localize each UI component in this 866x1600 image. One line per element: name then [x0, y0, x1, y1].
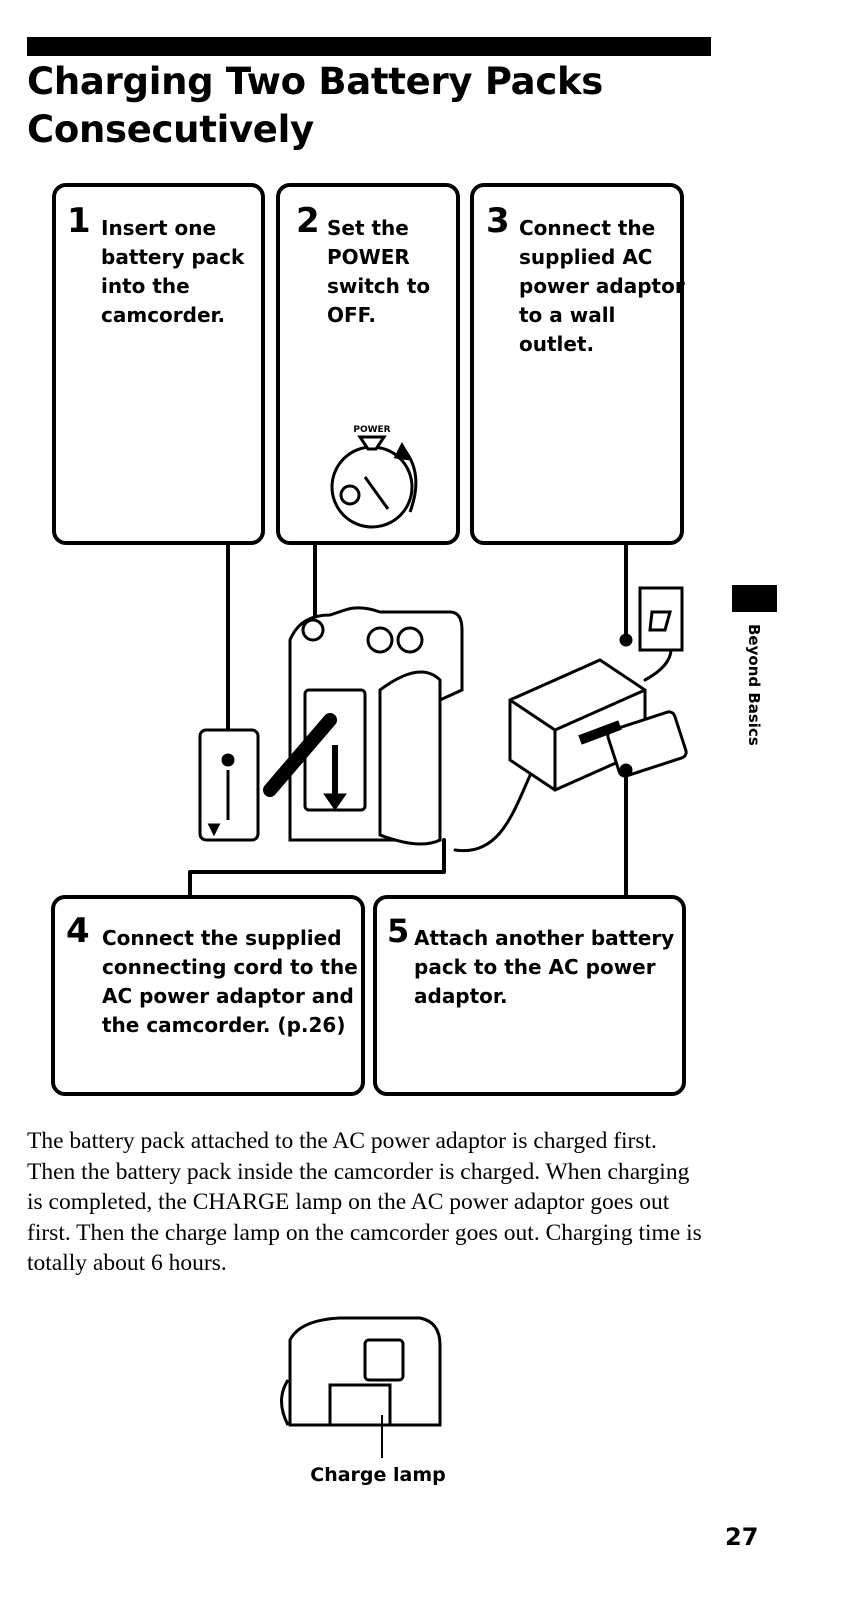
step-1-box: 1 Insert one battery pack into the camco… — [52, 183, 265, 545]
charge-lamp-label: Charge lamp — [310, 1464, 446, 1486]
body-paragraph: The battery pack attached to the AC powe… — [27, 1128, 702, 1276]
step-2-box: 2 Set the POWER switch to OFF. POWER — [276, 183, 460, 545]
section-tab-marker — [732, 585, 777, 612]
step-text: Set the POWER switch to OFF. — [327, 216, 431, 327]
step-text: Insert one battery pack into the camcord… — [101, 216, 245, 327]
step-text: Attach another battery pack to the AC po… — [414, 926, 675, 1008]
camcorder-illustration — [263, 606, 464, 846]
step-5-box: 5 Attach another battery pack to the AC … — [373, 895, 686, 1096]
title-bar — [27, 37, 711, 56]
step-4-box: 4 Connect the supplied connecting cord t… — [51, 895, 365, 1096]
step4-leader-line — [188, 838, 446, 897]
step-text: Connect the supplied AC power adaptor to… — [519, 216, 685, 356]
step-number: 2 — [296, 201, 320, 241]
step-number: 3 — [486, 201, 510, 241]
step-number: 4 — [66, 911, 90, 951]
section-label: Beyond Basics — [745, 624, 763, 746]
wall-outlet-illustration — [619, 586, 684, 652]
charge-lamp-illustration — [280, 1316, 442, 1458]
dial-label: POWER — [353, 425, 390, 435]
power-dial-illustration: POWER — [330, 425, 418, 529]
page-title: Charging Two Battery Packs Consecutively — [27, 60, 603, 151]
step-number: 5 — [387, 912, 410, 950]
step-3-box: 3 Connect the supplied AC power adaptor … — [470, 183, 685, 545]
battery-pack-loose — [198, 728, 260, 842]
ac-adaptor-illustration — [508, 658, 688, 792]
step-text: Connect the supplied connecting cord to … — [102, 926, 358, 1037]
step-number: 1 — [67, 201, 91, 241]
page-number: 27 — [725, 1523, 759, 1551]
